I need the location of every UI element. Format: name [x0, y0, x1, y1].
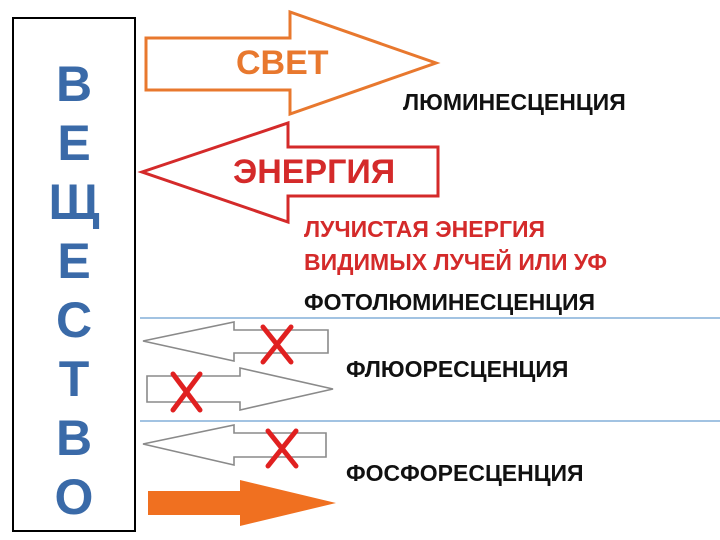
cross-icon-fluorescence-right — [170, 371, 203, 413]
fluorescence-left-arrow — [142, 321, 329, 362]
phosphorescence-left-arrow — [142, 424, 327, 467]
light-arrow-label: СВЕТ — [236, 44, 329, 82]
light-arrow — [144, 9, 441, 117]
phosphorescence-right-arrow — [148, 480, 336, 526]
substance-letter: В — [55, 410, 93, 466]
radiant-energy-label: ЛУЧИСТАЯ ЭНЕРГИЯ — [304, 216, 546, 242]
substance-letter: О — [54, 469, 94, 525]
substance-letter: В — [55, 56, 93, 112]
photoluminescence-label: ФОТОЛЮМИНЕСЦЕНЦИЯ — [304, 289, 596, 315]
cross-icon-phosphorescence-left — [265, 428, 299, 469]
phosphorescence-label: ФОСФОРЕСЦЕНЦИЯ — [346, 460, 584, 486]
luminescence-label: ЛЮМИНЕСЦЕНЦИЯ — [403, 89, 626, 115]
energy-arrow — [137, 120, 440, 225]
energy-arrow-label: ЭНЕРГИЯ — [233, 153, 396, 191]
fluorescence-label: ФЛЮОРЕСЦЕНЦИЯ — [346, 356, 569, 382]
substance-letter: Т — [58, 351, 90, 407]
substance-letter: Е — [57, 233, 91, 289]
substance-letter: С — [55, 292, 93, 348]
substance-box: В Е Щ Е С Т В О — [12, 17, 136, 532]
cross-icon-fluorescence-left — [260, 324, 294, 365]
substance-letter: Щ — [48, 174, 100, 230]
fluorescence-right-arrow — [146, 366, 334, 412]
substance-letter: Е — [57, 115, 91, 171]
visible-uv-rays-label: ВИДИМЫХ ЛУЧЕЙ ИЛИ УФ — [304, 249, 607, 275]
